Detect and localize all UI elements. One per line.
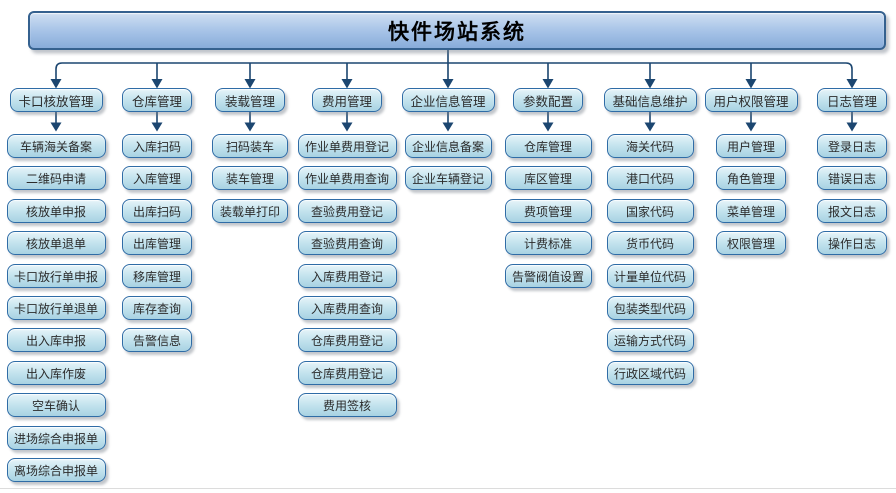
node: 用户管理 [716,134,786,158]
column-header-2: 装载管理 [215,88,285,112]
arrow-down-icon [644,79,656,89]
node: 库区管理 [504,166,592,190]
node: 装载单打印 [212,199,288,223]
node: 出入库申报 [6,328,106,352]
node: 计费标准 [504,231,592,255]
column-header-0: 卡口核放管理 [9,88,103,112]
arrow-down-icon [244,79,256,89]
node: 国家代码 [606,199,694,223]
arrow-down-icon [341,122,353,132]
node: 二维码申请 [6,166,106,190]
node: 海关代码 [606,134,694,158]
arrow-down-icon [745,79,757,89]
node: 告警信息 [122,328,192,352]
arrow-down-icon [50,122,62,132]
node: 角色管理 [716,166,786,190]
node: 错误日志 [817,166,887,190]
column-header-6: 基础信息维护 [603,88,697,112]
node: 进场综合申报单 [6,426,106,450]
connector-path [55,50,853,124]
arrow-down-icon [50,79,62,89]
node: 出库扫码 [122,199,192,223]
node: 核放单申报 [6,199,106,223]
arrow-down-icon [644,122,656,132]
column-header-4: 企业信息管理 [401,88,495,112]
node: 装车管理 [212,166,288,190]
bottom-divider [0,488,896,489]
node: 作业单费用查询 [297,166,397,190]
node: 库存查询 [122,296,192,320]
arrow-down-icon [542,122,554,132]
node: 入库扫码 [122,134,192,158]
node: 入库费用登记 [297,264,397,288]
arrow-down-icon [846,79,858,89]
arrow-down-icon [151,79,163,89]
arrow-down-icon [542,79,554,89]
node: 车辆海关备案 [6,134,106,158]
node: 入库管理 [122,166,192,190]
node: 移库管理 [122,264,192,288]
node: 出库管理 [122,231,192,255]
node: 港口代码 [606,166,694,190]
node: 货币代码 [606,231,694,255]
node: 权限管理 [716,231,786,255]
column-header-5: 参数配置 [513,88,583,112]
node: 入库费用查询 [297,296,397,320]
node: 企业车辆登记 [404,166,492,190]
node: 运输方式代码 [606,328,694,352]
node: 仓库管理 [504,134,592,158]
node: 卡口放行单申报 [6,264,106,288]
diagram-title: 快件场站系统 [28,11,886,50]
arrow-down-icon [442,79,454,89]
node: 包装类型代码 [606,296,694,320]
column-header-7: 用户权限管理 [704,88,798,112]
node: 查验费用登记 [297,199,397,223]
column-header-3: 费用管理 [312,88,382,112]
node: 告警阀值设置 [504,264,592,288]
node: 菜单管理 [716,199,786,223]
arrow-down-icon [846,122,858,132]
node: 仓库费用登记 [297,328,397,352]
arrow-down-icon [745,122,757,132]
node: 作业单费用登记 [297,134,397,158]
node: 扫码装车 [212,134,288,158]
node: 企业信息备案 [404,134,492,158]
column-header-8: 日志管理 [817,88,887,112]
arrow-down-icon [244,122,256,132]
node: 行政区域代码 [606,361,694,385]
node: 离场综合申报单 [6,458,106,482]
node: 计量单位代码 [606,264,694,288]
node: 空车确认 [6,393,106,417]
node: 核放单退单 [6,231,106,255]
arrow-down-icon [151,122,163,132]
node: 操作日志 [817,231,887,255]
node: 查验费用查询 [297,231,397,255]
node: 费项管理 [504,199,592,223]
node: 报文日志 [817,199,887,223]
arrow-down-icon [341,79,353,89]
column-header-1: 仓库管理 [122,88,192,112]
arrow-down-icon [442,122,454,132]
node: 仓库费用登记 [297,361,397,385]
node: 登录日志 [817,134,887,158]
node: 卡口放行单退单 [6,296,106,320]
node: 费用签核 [297,393,397,417]
node: 出入库作废 [6,361,106,385]
